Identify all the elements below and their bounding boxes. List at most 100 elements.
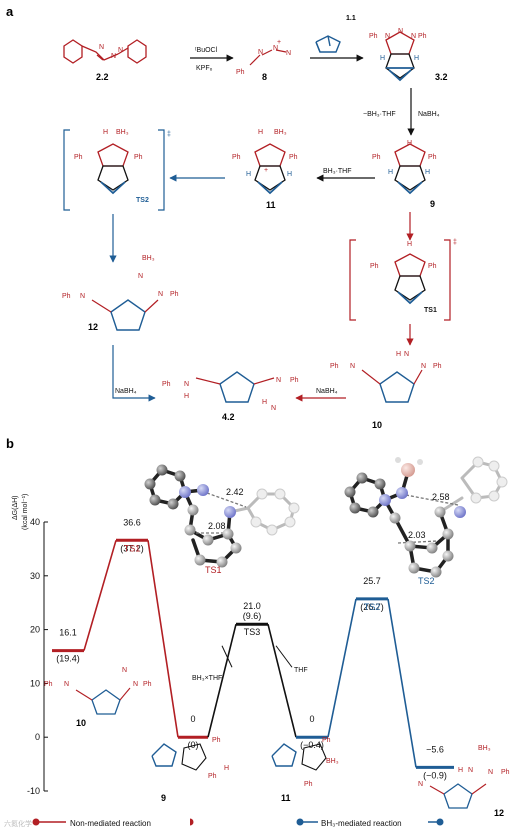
svg-text:N: N <box>411 33 416 40</box>
compound-label-1-1: 1.1 <box>346 15 356 22</box>
svg-text:N: N <box>488 769 493 776</box>
svg-text:Ph: Ph <box>212 737 221 744</box>
svg-text:H: H <box>458 767 463 774</box>
y-tick-label: 30 <box>30 571 40 581</box>
svg-text:H: H <box>103 129 108 136</box>
step-label-thf: THF <box>294 667 308 674</box>
compound-label-9: 9 <box>430 199 435 209</box>
svg-text:H: H <box>396 351 401 358</box>
y-tick-label: 10 <box>30 678 40 688</box>
svg-text:N: N <box>385 33 390 40</box>
svg-text:Ph: Ph <box>44 681 53 688</box>
energy-value-dg: 0 <box>309 714 314 724</box>
svg-text:N: N <box>271 405 276 412</box>
svg-text:‡: ‡ <box>453 239 457 246</box>
structure-3-2: Ph Ph N N N H H <box>369 28 427 82</box>
energy-value-dh: (19.4) <box>56 654 80 664</box>
svg-text:Ph: Ph <box>170 291 179 298</box>
svg-text:Ph: Ph <box>290 377 299 384</box>
svg-text:N: N <box>80 293 85 300</box>
energy-connector <box>147 540 179 738</box>
svg-text:‡: ‡ <box>167 131 171 138</box>
svg-text:BH₃: BH₃ <box>478 745 491 752</box>
legend-bh3-mediated: BH₃-mediated reaction <box>296 816 444 828</box>
reagent-tbuocl: ᵗBuOCl <box>195 47 218 54</box>
reagent-nabh4: NaBH₄ <box>418 111 440 118</box>
svg-text:N: N <box>122 667 127 674</box>
ts1-distance-a: 2.42 <box>226 487 244 497</box>
svg-text:N: N <box>258 49 263 56</box>
energy-value-dg: 16.1 <box>59 628 77 638</box>
chart-label-10: 10 <box>76 718 86 728</box>
energy-value-dh: (26.7) <box>360 602 384 612</box>
legend-non-mediated: Non-mediated reaction <box>32 816 194 828</box>
svg-text:H: H <box>246 171 251 178</box>
svg-text:Ph: Ph <box>74 154 83 161</box>
svg-text:Ph: Ph <box>428 263 437 270</box>
svg-text:Ph: Ph <box>134 154 143 161</box>
svg-text:H: H <box>224 765 229 772</box>
svg-text:Ph: Ph <box>418 33 427 40</box>
energy-connector <box>207 624 237 738</box>
svg-text:H: H <box>407 241 412 248</box>
svg-text:BH₃: BH₃ <box>142 255 155 262</box>
svg-text:H: H <box>287 171 292 178</box>
ts1-distance-b: 2.08 <box>208 521 226 531</box>
svg-text:H: H <box>407 140 412 147</box>
energy-level-label-sts1: TS1 <box>124 543 141 553</box>
svg-text:N: N <box>350 363 355 370</box>
svg-text:H: H <box>258 129 263 136</box>
energy-value-dg: 25.7 <box>363 576 381 586</box>
ts1-model-label: TS1 <box>205 565 222 575</box>
chart-structure-12: H N BH₃ N Ph N <box>418 745 510 809</box>
chart-label-9: 9 <box>161 793 166 803</box>
svg-text:Ph: Ph <box>501 769 510 776</box>
chart-label-11: 11 <box>281 793 291 803</box>
y-axis-label-units: (kcal mol⁻¹) <box>22 494 29 530</box>
step-arrow <box>221 645 233 668</box>
svg-text:+: + <box>277 39 281 46</box>
energy-value-dh: (37.2) <box>120 543 144 553</box>
svg-text:Ph: Ph <box>433 363 442 370</box>
structure-12: Ph N N BH₃ N Ph <box>62 255 179 331</box>
energy-connector <box>267 624 297 738</box>
reagent-minus-bh3-thf: −BH₃·THF <box>363 111 396 118</box>
compound-label-3-2: 3.2 <box>435 72 448 82</box>
energy-value-dg: −5.6 <box>426 744 444 754</box>
svg-text:N: N <box>468 767 473 774</box>
ts2-3d-model: 2.58 2.03 TS2 <box>344 456 508 586</box>
ts1-3d-model: 2.42 2.08 TS1 <box>144 464 300 575</box>
svg-text:Ph: Ph <box>143 681 152 688</box>
compound-label-11: 11 <box>266 200 276 210</box>
energy-value-dh: (9.6) <box>243 611 262 621</box>
chart-structure-9: Ph Ph H <box>151 737 229 780</box>
atom-n: N <box>99 44 104 51</box>
structure-9: Ph Ph H H H <box>372 140 437 195</box>
structure-8: Ph N N N + <box>236 39 291 76</box>
ts2-distance-b: 2.03 <box>408 530 426 540</box>
svg-text:N: N <box>276 377 281 384</box>
energy-value-dg: 36.6 <box>123 517 141 527</box>
svg-text:BH₃: BH₃ <box>326 758 339 765</box>
y-axis-label: ΔG(ΔH) <box>12 495 19 520</box>
compound-label-2-2: 2.2 <box>96 72 109 82</box>
svg-text:N: N <box>138 273 143 280</box>
legend-right-text: BH₃-mediated reaction <box>321 819 402 828</box>
svg-text:Ph: Ph <box>370 263 379 270</box>
svg-text:N: N <box>286 50 291 57</box>
compound-label-10: 10 <box>372 420 382 430</box>
compound-label-12: 12 <box>88 322 98 332</box>
structure-ts2: Ph Ph H BH₃ ‡ <box>63 129 171 211</box>
energy-connector <box>83 540 117 651</box>
atom-n: N <box>111 53 116 60</box>
y-tick-label: 0 <box>35 732 40 742</box>
svg-text:BH₃: BH₃ <box>274 129 287 136</box>
svg-text:Ph: Ph <box>62 293 71 300</box>
panel-a-label: a <box>6 4 14 19</box>
reaction-arrow <box>112 345 156 402</box>
reagent-nabh4: NaBH₄ <box>316 388 338 395</box>
structure-11: Ph Ph H BH₃ + H H <box>232 129 298 195</box>
svg-text:N: N <box>404 351 409 358</box>
